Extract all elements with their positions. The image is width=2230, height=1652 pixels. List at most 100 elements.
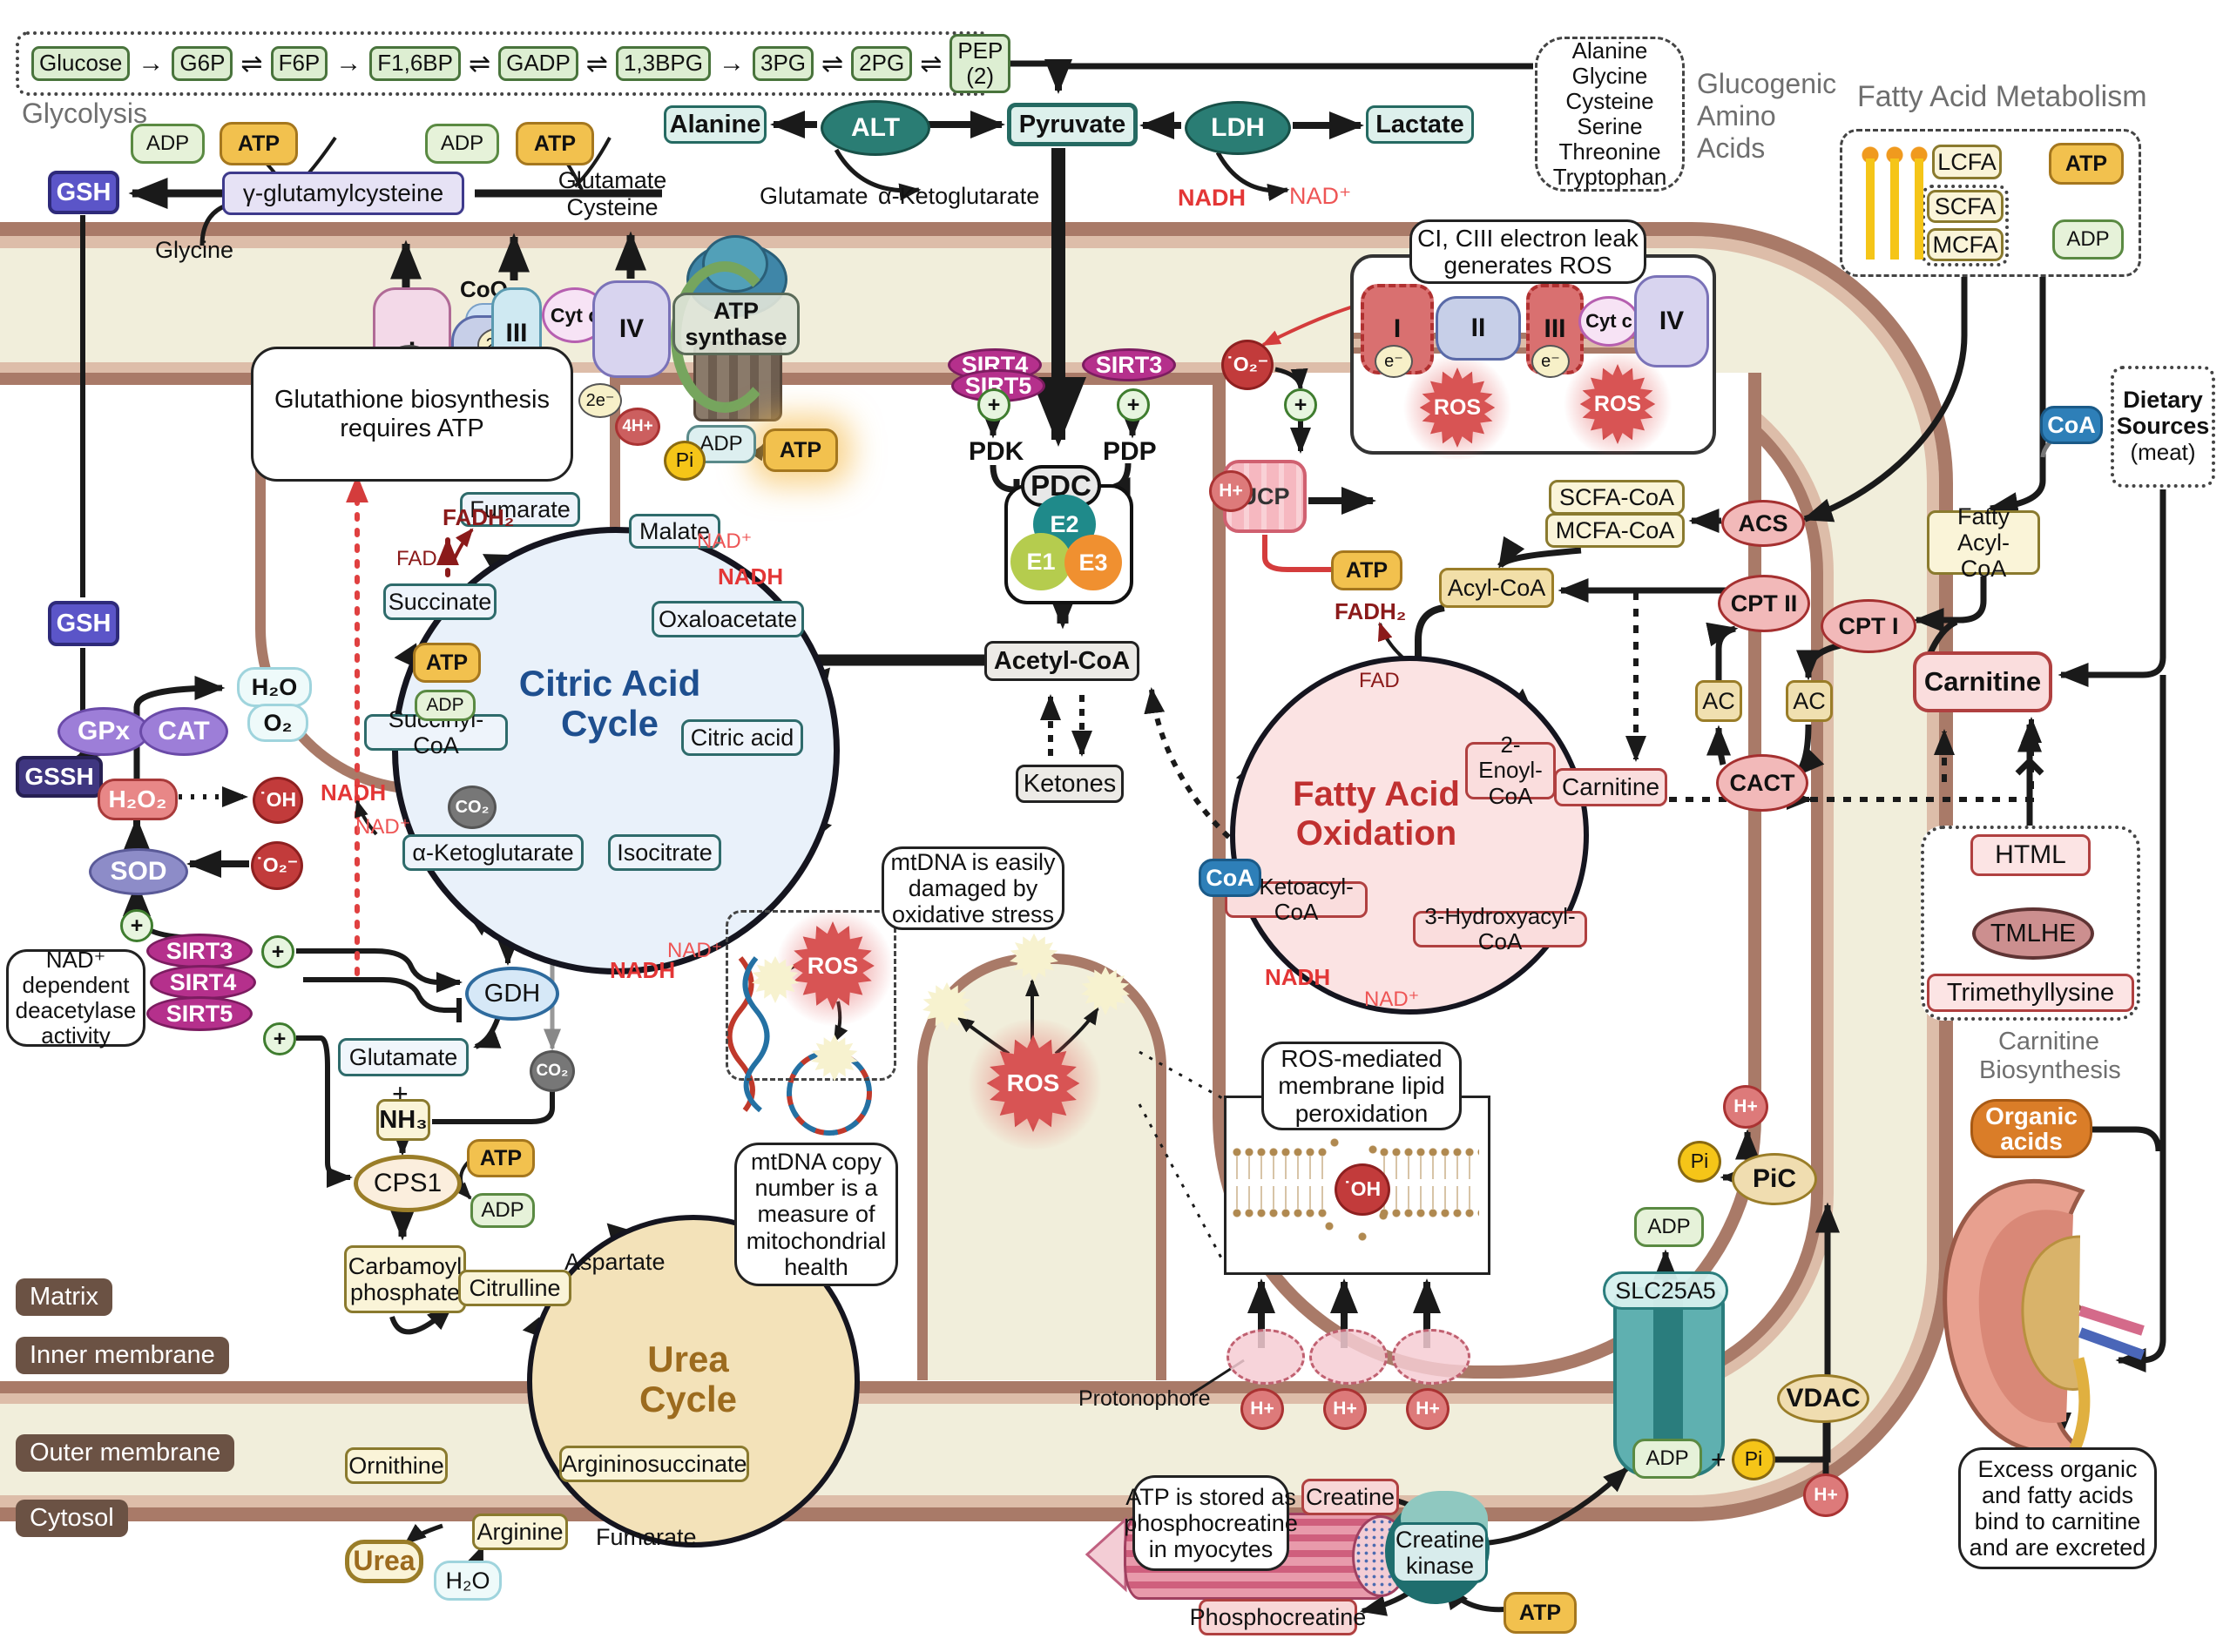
enzyme-cact[interactable]: CACT bbox=[1716, 754, 1808, 812]
enzyme-cat[interactable]: CAT bbox=[139, 707, 228, 756]
electron-2e-badge: 2e⁻ bbox=[578, 383, 622, 418]
node-ketones[interactable]: Ketones bbox=[1016, 765, 1124, 803]
fao-fadh2-label: FADH₂ bbox=[1335, 598, 1407, 624]
node-isocitrate[interactable]: Isocitrate bbox=[608, 834, 721, 871]
node-gssh[interactable]: GSSH bbox=[16, 756, 103, 798]
node-arginine[interactable]: Arginine bbox=[472, 1514, 568, 1550]
node-f16bp[interactable]: F1,6BP bbox=[369, 46, 461, 81]
enzyme-cps1[interactable]: CPS1 bbox=[354, 1155, 462, 1212]
node-phosphocreatine[interactable]: Phosphocreatine bbox=[1190, 1599, 1366, 1635]
node-citrulline[interactable]: Citrulline bbox=[458, 1270, 571, 1306]
enzyme-tmlhe[interactable]: TMLHE bbox=[1972, 907, 2094, 960]
node-gsh-2[interactable]: GSH bbox=[48, 601, 119, 646]
node-13bpg[interactable]: 1,3BPG bbox=[615, 46, 711, 81]
enzyme-alt[interactable]: ALT bbox=[821, 100, 930, 156]
protonophore-label: Protonophore bbox=[1078, 1386, 1211, 1411]
node-carbamoyl-phosphate[interactable]: Carbamoyl phosphate bbox=[344, 1245, 466, 1313]
node-html[interactable]: HTML bbox=[1970, 834, 2091, 876]
node-scfa[interactable]: SCFA bbox=[1927, 190, 2004, 223]
enzyme-gpx[interactable]: GPx bbox=[57, 707, 150, 756]
enzyme-cpt2[interactable]: CPT II bbox=[1718, 575, 1810, 632]
enzyme-cpt1[interactable]: CPT I bbox=[1821, 599, 1916, 653]
node-mcfa[interactable]: MCFA bbox=[1927, 228, 2004, 261]
proton-h: H+ bbox=[1803, 1473, 1848, 1517]
enzyme-sirt5-left[interactable]: SIRT5 bbox=[146, 996, 253, 1031]
node-citric-acid[interactable]: Citric acid bbox=[681, 719, 803, 756]
node-fumarate[interactable]: Fumarate bbox=[460, 492, 580, 527]
node-argininosuccinate[interactable]: Argininosuccinate bbox=[559, 1446, 749, 1482]
transporter-pic[interactable]: PiC bbox=[1732, 1153, 1817, 1205]
node-glutamate[interactable]: Glutamate bbox=[338, 1038, 469, 1076]
node-trimethyllysine[interactable]: Trimethyllysine bbox=[1927, 974, 2134, 1012]
transporter-vdac[interactable]: VDAC bbox=[1777, 1374, 1869, 1423]
enzyme-sod[interactable]: SOD bbox=[89, 848, 188, 895]
node-acyl-coa[interactable]: Acyl-CoA bbox=[1439, 568, 1554, 608]
node-3-hydroxyacyl-coa[interactable]: 3-Hydroxyacyl-CoA bbox=[1413, 903, 1587, 954]
node-2-enoyl-coa[interactable]: 2-Enoyl-CoA bbox=[1465, 732, 1556, 808]
malate-nad-label: NAD⁺ bbox=[697, 529, 753, 553]
enzyme-gdh[interactable]: GDH bbox=[465, 967, 559, 1021]
adp-pill: ADP bbox=[1634, 1207, 1704, 1247]
atp-pill: ATP bbox=[413, 643, 481, 683]
enzyme-sirt3-left[interactable]: SIRT3 bbox=[146, 934, 253, 968]
node-pep[interactable]: PEP (2) bbox=[949, 33, 1010, 94]
dietary-box: Dietary Sources (meat) bbox=[2111, 366, 2215, 488]
node-carnitine-matrix[interactable]: Carnitine bbox=[1554, 768, 1667, 806]
node-f6p[interactable]: F6P bbox=[270, 46, 328, 81]
transporter-slc25a5[interactable]: SLC25A5 bbox=[1603, 1271, 1728, 1310]
pdp-label[interactable]: PDP bbox=[1103, 437, 1157, 466]
node-2pg[interactable]: 2PG bbox=[851, 46, 913, 81]
arrow-op: → bbox=[719, 49, 745, 78]
node-ornithine[interactable]: Ornithine bbox=[345, 1447, 448, 1484]
node-succinate[interactable]: Succinate bbox=[383, 583, 497, 620]
node-urea[interactable]: Urea bbox=[345, 1540, 423, 1583]
complex-iv[interactable]: IV bbox=[592, 280, 671, 378]
akg-nad-label: NAD⁺ bbox=[355, 815, 411, 839]
node-gsh[interactable]: GSH bbox=[48, 171, 119, 214]
adp-pill: ADP bbox=[2052, 219, 2124, 260]
pdk-label[interactable]: PDK bbox=[969, 437, 1024, 466]
fao-title: Fatty Acid Oxidation bbox=[1293, 775, 1460, 853]
enzyme-sirt4-left[interactable]: SIRT4 bbox=[150, 965, 256, 1000]
node-3pg[interactable]: 3PG bbox=[753, 46, 814, 81]
node-fatty-acyl-coa[interactable]: Fatty Acyl-CoA bbox=[1927, 503, 2040, 582]
node-nh3[interactable]: NH₃ bbox=[376, 1099, 430, 1141]
electron-badge: e⁻ bbox=[1375, 345, 1413, 378]
enzyme-ldh[interactable]: LDH bbox=[1185, 101, 1291, 155]
node-glucose[interactable]: Glucose bbox=[31, 46, 131, 81]
electron-leak-note: CI, CIII electron leak generates ROS bbox=[1409, 219, 1646, 284]
node-mcfa-coa[interactable]: MCFA-CoA bbox=[1545, 513, 1685, 548]
node-scfa-coa[interactable]: SCFA-CoA bbox=[1549, 480, 1685, 515]
node-gadp[interactable]: GADP bbox=[498, 46, 578, 81]
proton-h: H+ bbox=[1209, 470, 1253, 512]
enzyme-creatine-kinase[interactable]: Creatine kinase bbox=[1392, 1522, 1488, 1583]
node-lactate[interactable]: Lactate bbox=[1366, 105, 1474, 144]
node-acetyl-coa[interactable]: Acetyl-CoA bbox=[984, 641, 1139, 681]
node-carnitine-cytosol[interactable]: Carnitine bbox=[1913, 651, 2052, 712]
node-organic-acids[interactable]: Organic acids bbox=[1970, 1099, 2092, 1158]
node-g6p[interactable]: G6P bbox=[172, 46, 233, 81]
atp-synthase-label[interactable]: ATP synthase bbox=[672, 293, 800, 355]
atp-pill: ATP bbox=[1331, 550, 1402, 590]
hydroxyl-radical-badge: ˙OH bbox=[1335, 1163, 1390, 1216]
node-oxaloacetate[interactable]: Oxaloacetate bbox=[652, 601, 804, 637]
node-ac-right[interactable]: AC bbox=[1786, 680, 1833, 722]
leak-complex-ii: II bbox=[1436, 296, 1521, 361]
glycine-label: Glycine bbox=[155, 237, 234, 263]
node-ac-left[interactable]: AC bbox=[1695, 680, 1742, 722]
atp-pill: ATP bbox=[467, 1139, 535, 1177]
arrow-op: → bbox=[335, 49, 362, 78]
node-creatine[interactable]: Creatine bbox=[1301, 1479, 1399, 1515]
kidney-illustration bbox=[1943, 1178, 2146, 1473]
node-alanine[interactable]: Alanine bbox=[664, 105, 767, 144]
node-gamma-glutamylcysteine[interactable]: γ-glutamylcysteine bbox=[222, 172, 464, 215]
enzyme-sirt3[interactable]: SIRT3 bbox=[1082, 348, 1176, 381]
node-pyruvate[interactable]: Pyruvate bbox=[1007, 103, 1138, 146]
node-3-ketoacyl-coa[interactable]: 3-Ketoacyl-CoA bbox=[1225, 873, 1368, 925]
node-akg[interactable]: α-Ketoglutarate bbox=[402, 834, 584, 871]
node-lcfa[interactable]: LCFA bbox=[1932, 145, 2002, 179]
atp-pill: ATP bbox=[220, 122, 298, 165]
plus-badge: + bbox=[1284, 388, 1317, 421]
enzyme-acs[interactable]: ACS bbox=[1721, 500, 1805, 547]
